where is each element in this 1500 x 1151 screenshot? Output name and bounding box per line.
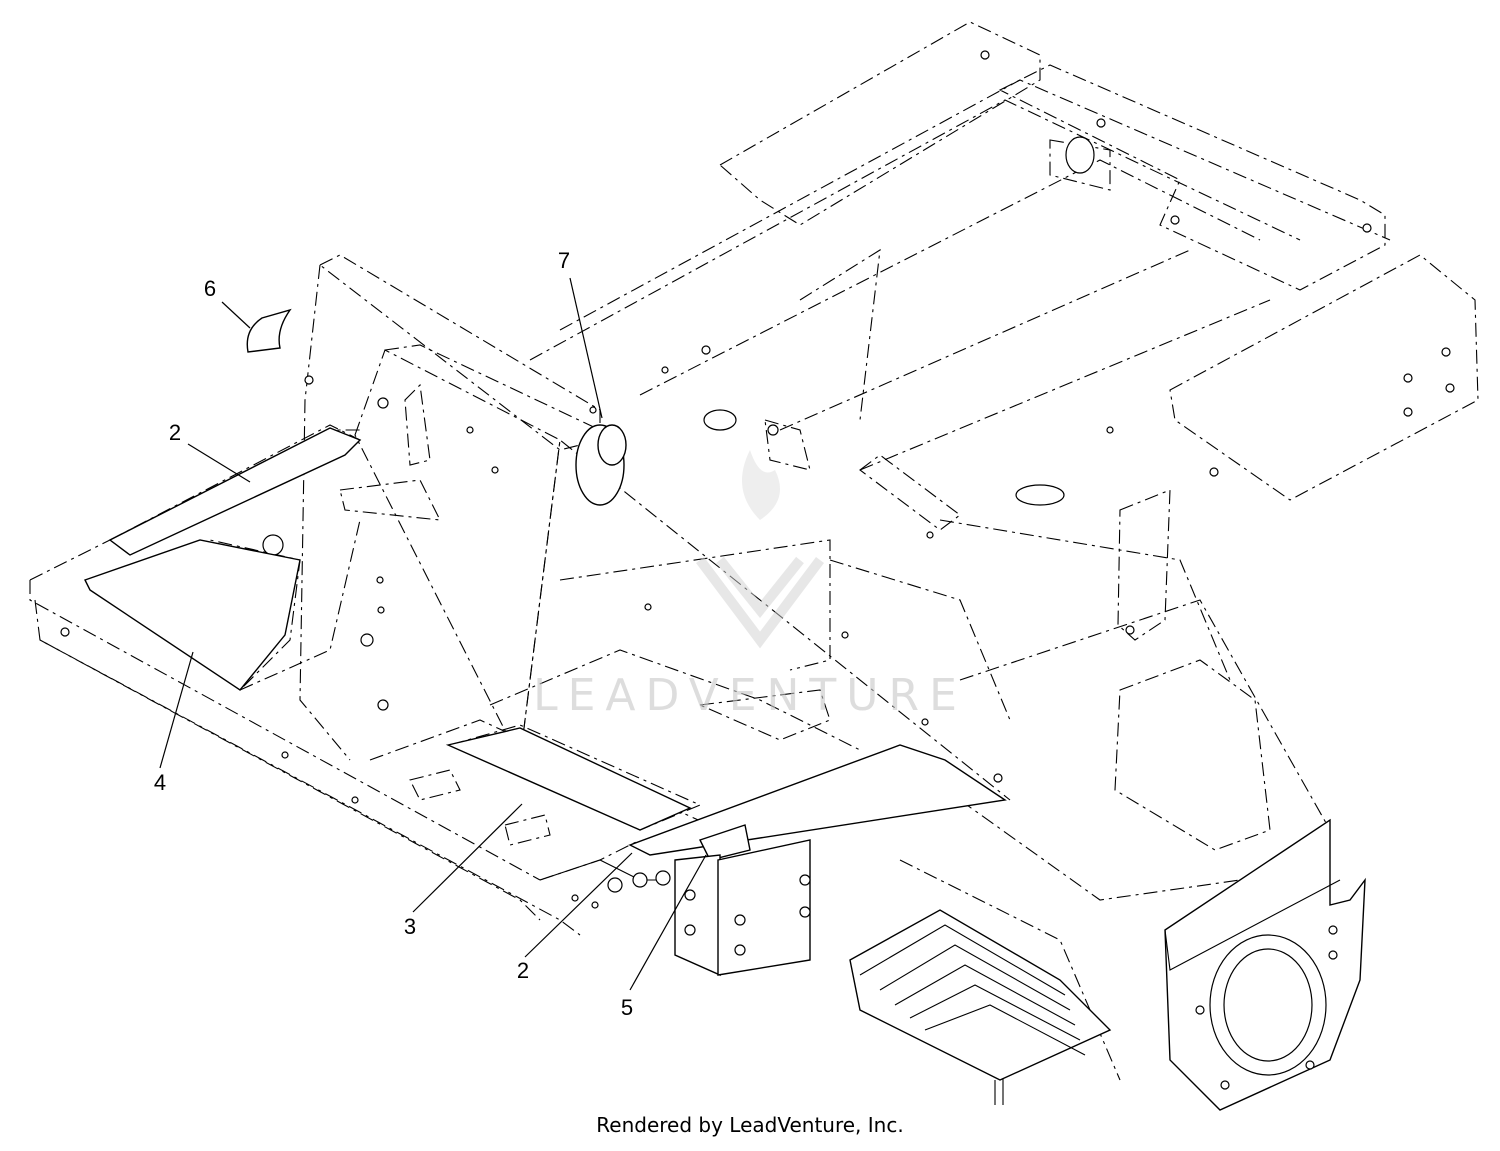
callout-6: 6 [204, 276, 216, 301]
watermark: LEADVENTURE [533, 450, 967, 721]
watermark-flame [742, 450, 780, 520]
callout-4: 4 [154, 770, 166, 795]
axle-mount [1164, 818, 1366, 1111]
callout-7: 7 [558, 248, 570, 273]
rear-frame [529, 21, 1479, 1081]
callout-2-upper: 2 [169, 420, 181, 445]
part-3-floor-pad [445, 727, 692, 831]
callout-2-lower: 2 [517, 958, 529, 983]
callouts: 6 7 2 4 3 2 5 [154, 248, 633, 1020]
footer-credit: Rendered by LeadVenture, Inc. [596, 1113, 904, 1137]
leader-lines [159, 277, 707, 991]
watermark-text: LEADVENTURE [533, 670, 967, 721]
part-2-lower-strap [628, 744, 1007, 856]
callout-5: 5 [621, 995, 633, 1020]
callout-3: 3 [404, 914, 416, 939]
step-plate [849, 909, 1112, 1105]
part-7-grommet [575, 424, 627, 506]
part-6-plug [246, 308, 292, 353]
control-tower [263, 254, 1011, 801]
part-5-bracket [539, 824, 811, 977]
watermark-logo [696, 556, 824, 649]
floor-pan [369, 539, 929, 846]
part-2-upper-strap [108, 427, 362, 556]
part-4-floor-pad [84, 539, 301, 691]
